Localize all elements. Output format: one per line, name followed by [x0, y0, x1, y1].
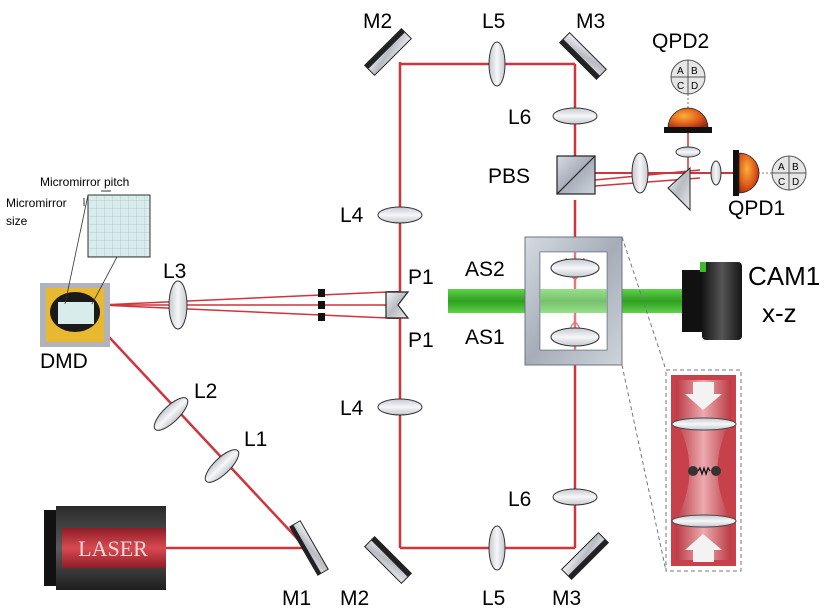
lens-l2: [153, 397, 189, 431]
lens-l5-top: [488, 41, 506, 87]
mirror-m3-bottom-label: M3: [552, 587, 581, 610]
objective-as2: [550, 258, 600, 278]
lens-l6-bottom-label: L6: [508, 488, 531, 511]
lens-l4-bottom-label: L4: [340, 397, 364, 420]
spring: [697, 465, 711, 477]
camera-label: CAM1: [748, 261, 820, 291]
mirror-m2-bottom-label: M2: [340, 587, 369, 610]
bead-right: [711, 466, 721, 476]
lens-l4-top: [377, 206, 423, 224]
laser-label: LASER: [78, 536, 148, 561]
arrow-up-icon: [685, 534, 722, 562]
lens-l3: [168, 280, 188, 330]
aperture: [318, 289, 325, 321]
qpd1-quadrant-b: B: [792, 162, 799, 173]
mirror-m2-bottom: [363, 535, 413, 585]
lens-l6-top: [552, 107, 598, 125]
pbs-label: PBS: [488, 165, 530, 188]
mirror-m2-top-label: M2: [363, 10, 392, 33]
micromirror-inset: Micromirror pitch Micromirror size: [6, 175, 151, 305]
camera-axis-label: x-z: [762, 298, 797, 328]
polarizing-beam-splitter: [556, 155, 596, 195]
lens-l5-top-label: L5: [482, 10, 505, 33]
qpd1-label: QPD1: [728, 197, 785, 220]
micromirror-size-label-line2: size: [6, 214, 28, 228]
zoom-line-top: [621, 236, 667, 371]
lens-l4-bottom: [377, 398, 423, 416]
qpd2-quadrant-a: A: [677, 66, 684, 77]
qpd2-quadrant-d: D: [691, 81, 698, 92]
trap-inset: [665, 369, 742, 572]
qpd2-detector: A B C D: [664, 59, 712, 133]
prism-p1: [385, 291, 410, 319]
objective-as2-label: AS2: [465, 258, 505, 281]
qpd-lens-2: [710, 160, 722, 186]
dmd: DMD: [40, 283, 110, 373]
mirror-m3-bottom: [560, 531, 610, 581]
prism-p1-bottom-label: P1: [408, 329, 434, 352]
mirror-m3-top: [558, 31, 608, 81]
lens-l2-label: L2: [194, 380, 217, 403]
qpd-lens-1: [631, 152, 649, 194]
lens-l1-label: L1: [244, 428, 267, 451]
camera: [682, 262, 742, 340]
qpd-prism: [667, 166, 691, 212]
mirror-m2-top: [363, 27, 413, 77]
lens-l3-label: L3: [163, 260, 186, 283]
imaging-beam: [448, 289, 684, 313]
objective-as1-label: AS1: [465, 326, 505, 349]
qpd-lens-3: [675, 146, 701, 158]
mirror-m1-label: M1: [282, 587, 311, 610]
lens-l6-top-label: L6: [508, 106, 531, 129]
dmd-label: DMD: [40, 350, 88, 373]
arrow-down-icon: [685, 382, 722, 410]
qpd1-quadrant-a: A: [778, 162, 785, 173]
micromirror-pitch-label: Micromirror pitch: [40, 175, 129, 189]
prism-p1-top-label: P1: [408, 266, 434, 289]
mirror-m1: [289, 520, 329, 576]
qpd2-quadrant-b: B: [691, 66, 698, 77]
zoom-line-bottom: [621, 364, 667, 572]
objective-as1: [550, 327, 600, 347]
qpd1-detector: A B C D: [733, 150, 807, 196]
qpd2-label: QPD2: [652, 30, 709, 53]
lens-l1: [204, 449, 240, 483]
lens-l5-bottom-label: L5: [482, 587, 505, 610]
micromirror-size-label-line1: Micromirror: [6, 196, 67, 210]
lens-l5-bottom: [488, 525, 506, 571]
lens-l6-bottom: [552, 488, 598, 506]
laser: LASER: [44, 506, 166, 590]
qpd1-quadrant-d: D: [792, 177, 799, 188]
bead-left: [688, 466, 698, 476]
qpd2-quadrant-c: C: [677, 81, 684, 92]
lens-l4-top-label: L4: [340, 204, 364, 227]
qpd1-quadrant-c: C: [778, 177, 785, 188]
mirror-m3-top-label: M3: [576, 10, 605, 33]
